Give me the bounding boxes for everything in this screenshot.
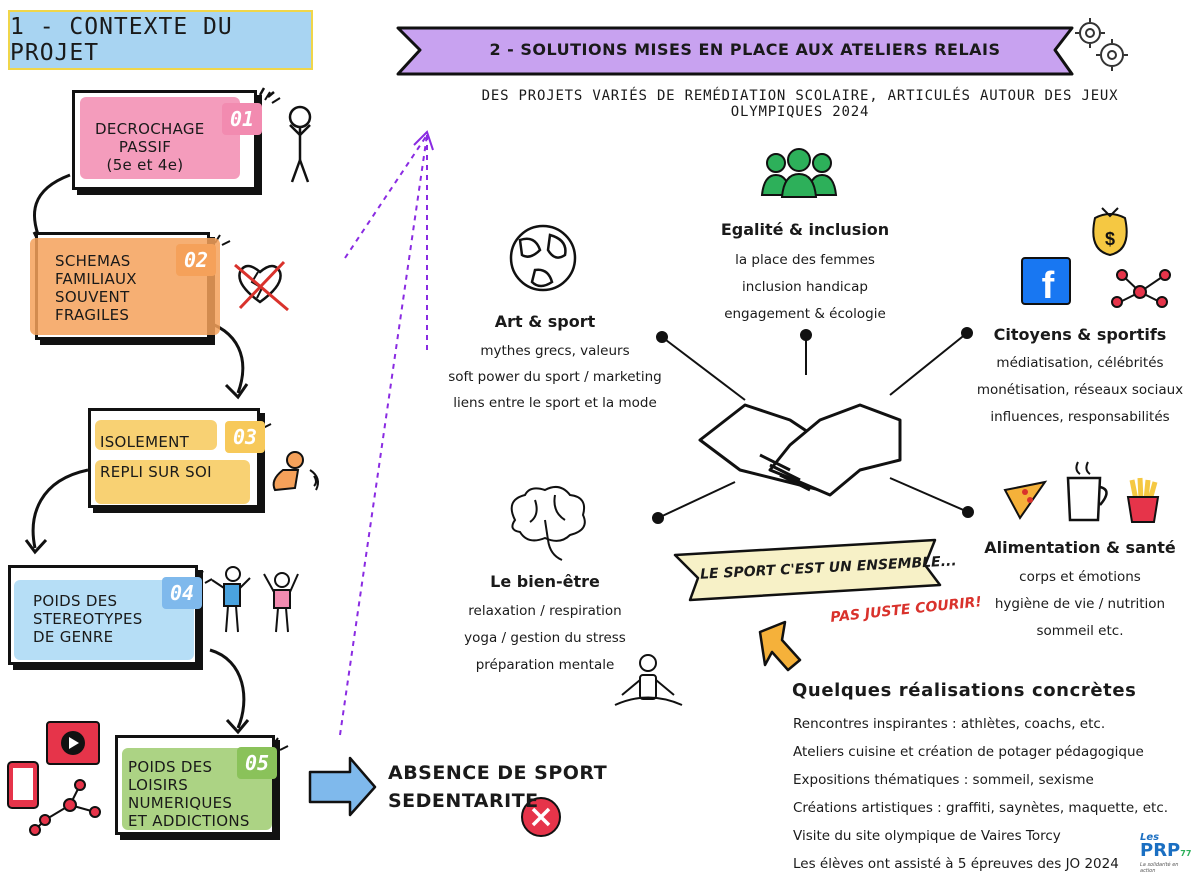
network-icon xyxy=(1111,269,1171,308)
theme-line: relaxation / respiration xyxy=(468,603,622,619)
broken-heart-icon xyxy=(234,260,289,312)
ensemble-ribbon xyxy=(673,538,942,602)
svg-text:$: $ xyxy=(1105,229,1115,249)
logo-les: Les xyxy=(1140,832,1160,843)
sitting-person-icon xyxy=(272,451,319,492)
realisation-item: Visite du site olympique de Vaires Torcy xyxy=(793,828,1061,844)
meditation-icon xyxy=(614,654,683,706)
handshake-icon xyxy=(698,403,902,497)
theme-line: engagement & écologie xyxy=(724,306,886,322)
highlight-yellow xyxy=(95,460,250,504)
theme-line: mythes grecs, valeurs xyxy=(480,343,630,359)
theme-line: liens entre le sport et la mode xyxy=(453,395,657,411)
flow-arrow-1-2 xyxy=(33,173,71,241)
theme-alimentation-title: Alimentation & santé xyxy=(984,538,1176,557)
gears-icon xyxy=(1075,18,1128,71)
coffee-mug-icon xyxy=(1066,461,1108,522)
realisation-item: Créations artistiques : graffiti, saynèt… xyxy=(793,800,1169,816)
card-text: POIDS DES STEREOTYPES DE GENRE xyxy=(33,592,143,646)
globe-icon xyxy=(509,224,577,292)
logo-brand: PRP77 xyxy=(1140,840,1192,861)
theme-bienetre-title: Le bien-être xyxy=(490,572,600,591)
theme-line: inclusion handicap xyxy=(742,279,868,295)
card-number-badge: 04 xyxy=(162,577,202,609)
realisation-item: Ateliers cuisine et création de potager … xyxy=(793,744,1144,760)
theme-line: influences, responsabilités xyxy=(990,409,1170,425)
section2-subtitle: DES PROJETS VARIÉS DE REMÉDIATION SCOLAI… xyxy=(481,88,1119,120)
people-group-icon xyxy=(760,148,838,198)
theme-line: médiatisation, célébrités xyxy=(996,355,1164,371)
network-small-icon xyxy=(29,779,101,836)
card-text: ISOLEMENT REPLI SUR SOI xyxy=(100,433,212,481)
section1-title: 1 - CONTEXTE DU PROJET xyxy=(8,10,313,70)
logo-tagline: La solidarité en action xyxy=(1140,862,1179,874)
flow-arrow-4-5 xyxy=(209,648,246,729)
video-play-icon xyxy=(46,721,100,765)
theme-art-title: Art & sport xyxy=(494,312,596,331)
card-text: DECROCHAGE PASSIF (5e et 4e) xyxy=(95,120,205,174)
card-text: POIDS DES LOISIRS NUMERIQUES ET ADDICTIO… xyxy=(128,758,250,830)
theme-line: hygiène de vie / nutrition xyxy=(994,596,1166,612)
realisation-item: Expositions thématiques : sommeil, sexis… xyxy=(793,772,1094,788)
flow-arrow-3-4 xyxy=(31,468,89,549)
theme-line: sommeil etc. xyxy=(1036,623,1124,639)
card-text: SCHEMAS FAMILIAUX SOUVENT FRAGILES xyxy=(55,252,137,324)
theme-egalite-title: Egalité & inclusion xyxy=(720,220,890,239)
money-bag-icon: $ xyxy=(1092,207,1128,257)
hub-connectors xyxy=(652,327,974,524)
section2-title: 2 - SOLUTIONS MISES EN PLACE AUX ATELIER… xyxy=(489,40,1001,59)
dashed-connectors xyxy=(339,130,434,736)
highlight-pink xyxy=(80,97,240,179)
highlight-yellow xyxy=(95,420,217,450)
tablet-icon xyxy=(7,761,39,809)
svg-text:f: f xyxy=(1042,265,1055,307)
red-cross-icon xyxy=(521,797,561,837)
realisation-item: Rencontres inspirantes : athlètes, coach… xyxy=(793,716,1106,732)
theme-citoyens-title: Citoyens & sportifs xyxy=(993,325,1167,344)
theme-line: la place des femmes xyxy=(735,252,875,268)
theme-line: préparation mentale xyxy=(475,657,615,673)
card-number-badge: 02 xyxy=(176,244,216,276)
stick-figure-sad-icon xyxy=(258,87,312,183)
two-people-icon xyxy=(211,566,299,633)
fries-icon xyxy=(1126,477,1160,523)
facebook-icon: f xyxy=(1021,257,1071,307)
pizza-icon xyxy=(1003,480,1048,520)
card-number-badge: 03 xyxy=(225,421,265,453)
theme-line: monétisation, réseaux sociaux xyxy=(976,382,1184,398)
theme-line: soft power du sport / marketing xyxy=(448,369,662,385)
section2-banner xyxy=(396,26,1074,76)
curved-arrow-icon xyxy=(758,620,802,672)
card-number-badge: 05 xyxy=(237,747,277,779)
theme-line: yoga / gestion du stress xyxy=(464,630,626,646)
blue-arrow-icon xyxy=(308,756,377,817)
realisations-title: Quelques réalisations concrètes xyxy=(792,680,1137,701)
absence-sport-text: ABSENCE DE SPORT SEDENTARITE xyxy=(388,762,608,812)
card-number-badge: 01 xyxy=(222,103,262,135)
theme-line: corps et émotions xyxy=(1019,569,1141,585)
realisation-item: Les élèves ont assisté à 5 épreuves des … xyxy=(793,856,1119,872)
prp-logo: Les PRP77 La solidarité en action xyxy=(1140,832,1192,890)
brain-icon xyxy=(510,485,586,561)
